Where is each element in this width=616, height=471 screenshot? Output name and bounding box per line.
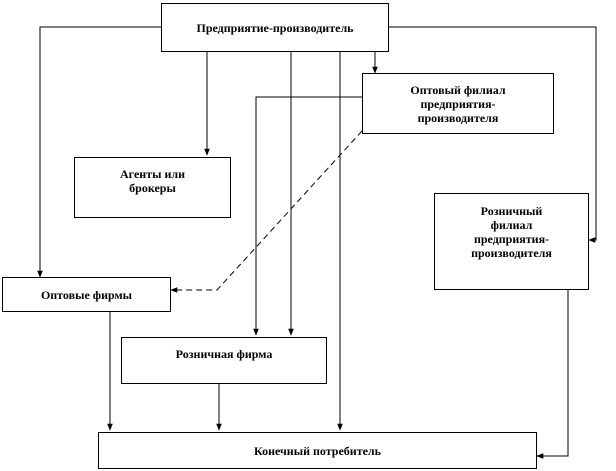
node-wholesale-firms-label: Оптовые фирмы [40, 287, 133, 302]
node-retail-branch-line-1: Розничный [480, 204, 543, 218]
node-retail-branch: Розничный филиал предприятия- производит… [434, 193, 589, 290]
arrow-manufacturer-to-retail-branch [389, 26, 597, 243]
node-agents-line-2: брокеры [129, 181, 176, 195]
arrow-manufacturer-to-wholesale-firms [37, 26, 161, 278]
node-agents: Агенты или брокеры [74, 157, 231, 218]
node-retail-firm: Розничная фирма [121, 337, 327, 384]
node-wholesale-firms: Оптовые фирмы [2, 277, 171, 312]
arrow-retail-branch-to-end-consumer [536, 290, 569, 459]
node-retail-firm-label: Розничная фирма [175, 347, 273, 361]
node-agents-line-1: Агенты или [119, 167, 186, 181]
node-manufacturer: Предприятие-производитель [161, 3, 389, 52]
node-wholesale-branch-line-1: Оптовый филиал [410, 83, 506, 97]
node-retail-branch-line-3: предприятия- [473, 232, 550, 246]
node-manufacturer-label: Предприятие-производитель [196, 20, 354, 35]
arrow-wholesale-branch-to-wholesale-firms [170, 130, 363, 293]
node-wholesale-branch-line-3: производителя [417, 111, 499, 125]
node-end-consumer: Конечный потребитель [98, 432, 537, 469]
node-wholesale-branch-line-2: предприятия- [420, 97, 496, 111]
node-retail-branch-line-4: производителя [471, 246, 552, 260]
node-retail-branch-line-2: филиал [490, 218, 533, 232]
node-end-consumer-label: Конечный потребитель [253, 443, 382, 458]
arrow-wholesale-branch-to-retail-firm [253, 96, 362, 336]
node-wholesale-branch: Оптовый филиал предприятия- производител… [362, 73, 554, 134]
